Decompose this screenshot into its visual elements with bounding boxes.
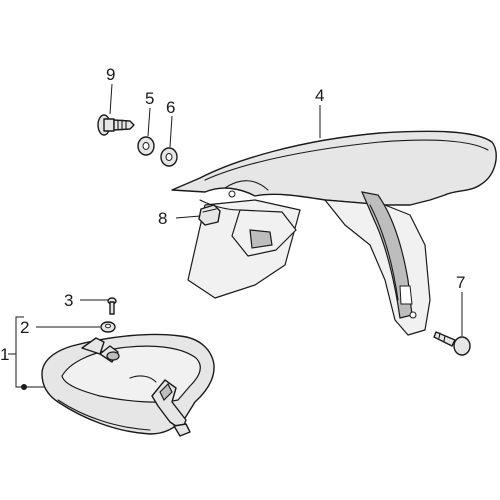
screw-7 (433, 331, 471, 356)
callout-labels: 1 2 3 4 5 6 7 8 9 (0, 65, 465, 364)
front-mudguard (171, 130, 497, 336)
leader-lines (8, 83, 463, 390)
nut-2 (100, 321, 116, 333)
callout-8: 8 (158, 209, 167, 228)
callout-5: 5 (145, 89, 154, 108)
callout-6: 6 (166, 98, 175, 117)
callout-4: 4 (315, 86, 324, 105)
washer-5 (137, 136, 155, 156)
callout-1: 1 (0, 345, 9, 364)
callout-2: 2 (20, 318, 29, 337)
callout-3: 3 (64, 291, 73, 310)
screw-9 (97, 114, 135, 136)
washer-6 (160, 147, 178, 167)
callout-9: 9 (106, 65, 115, 84)
callout-7: 7 (456, 273, 465, 292)
screw-3 (107, 297, 117, 315)
clip-nut-8 (198, 204, 221, 226)
splash-guard (41, 333, 215, 437)
